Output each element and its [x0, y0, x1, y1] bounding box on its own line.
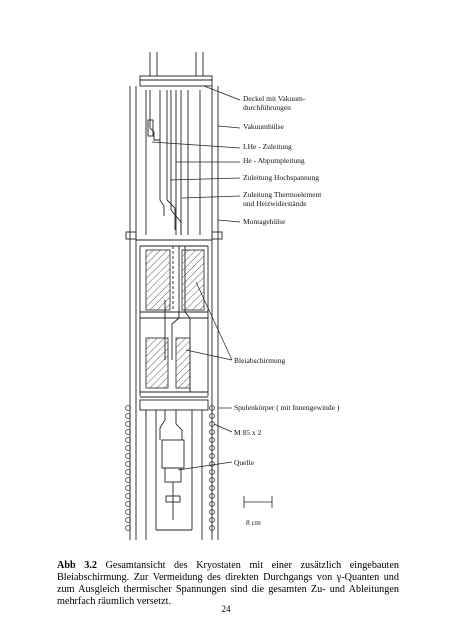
scale-bar — [243, 496, 273, 508]
coil-windings — [125, 405, 215, 531]
label-vakuumhuelse: Vakuumhülse — [243, 122, 284, 131]
label-zuleitung-thermo: Zuleitung Thermoelement und Heizwiderstä… — [243, 190, 321, 208]
lead-shielding — [145, 249, 205, 389]
label-deckel-line1: Deckel mit Vakuum- — [243, 94, 306, 103]
label-quelle: Quelle — [234, 458, 254, 467]
label-scale: 8 cm — [246, 518, 261, 527]
label-spulenkoerper: Spulenkörper ( mit Innengewinde ) — [234, 403, 340, 412]
cryostat-figure: Deckel mit Vakuum- durchführungen Vakuum… — [125, 52, 340, 540]
label-deckel: Deckel mit Vakuum- durchführungen — [243, 94, 305, 112]
label-bleiabschirmung: Bleiabschirmung — [234, 356, 286, 365]
label-zuleitung-thermo-line1: Zuleitung Thermoelement — [243, 190, 322, 199]
label-deckel-line2: durchführungen — [243, 103, 291, 112]
label-zuleitung-thermo-line2: und Heizwiderstände — [243, 199, 307, 208]
label-lhe-zuleitung: LHe - Zuleitung — [243, 142, 292, 151]
caption-text: Gesamtansicht des Kryostaten mit einer z… — [57, 560, 399, 607]
page-number: 24 — [221, 604, 231, 614]
label-zuleitung-hochspannung: Zuleitung Hochspannung — [243, 173, 320, 182]
caption-label: Abb 3.2 — [57, 560, 97, 571]
figure-caption: Abb 3.2 Gesamtansicht des Kryostaten mit… — [57, 560, 399, 608]
leader-lines — [151, 85, 241, 471]
cryostat-drawing — [125, 52, 273, 540]
label-gewinde: M 85 x 2 — [234, 428, 262, 437]
lid — [139, 75, 213, 87]
label-he-abpumpleitung: He - Abpumpleitung — [243, 156, 305, 165]
label-montagehuelse: Montagehülse — [243, 217, 286, 226]
